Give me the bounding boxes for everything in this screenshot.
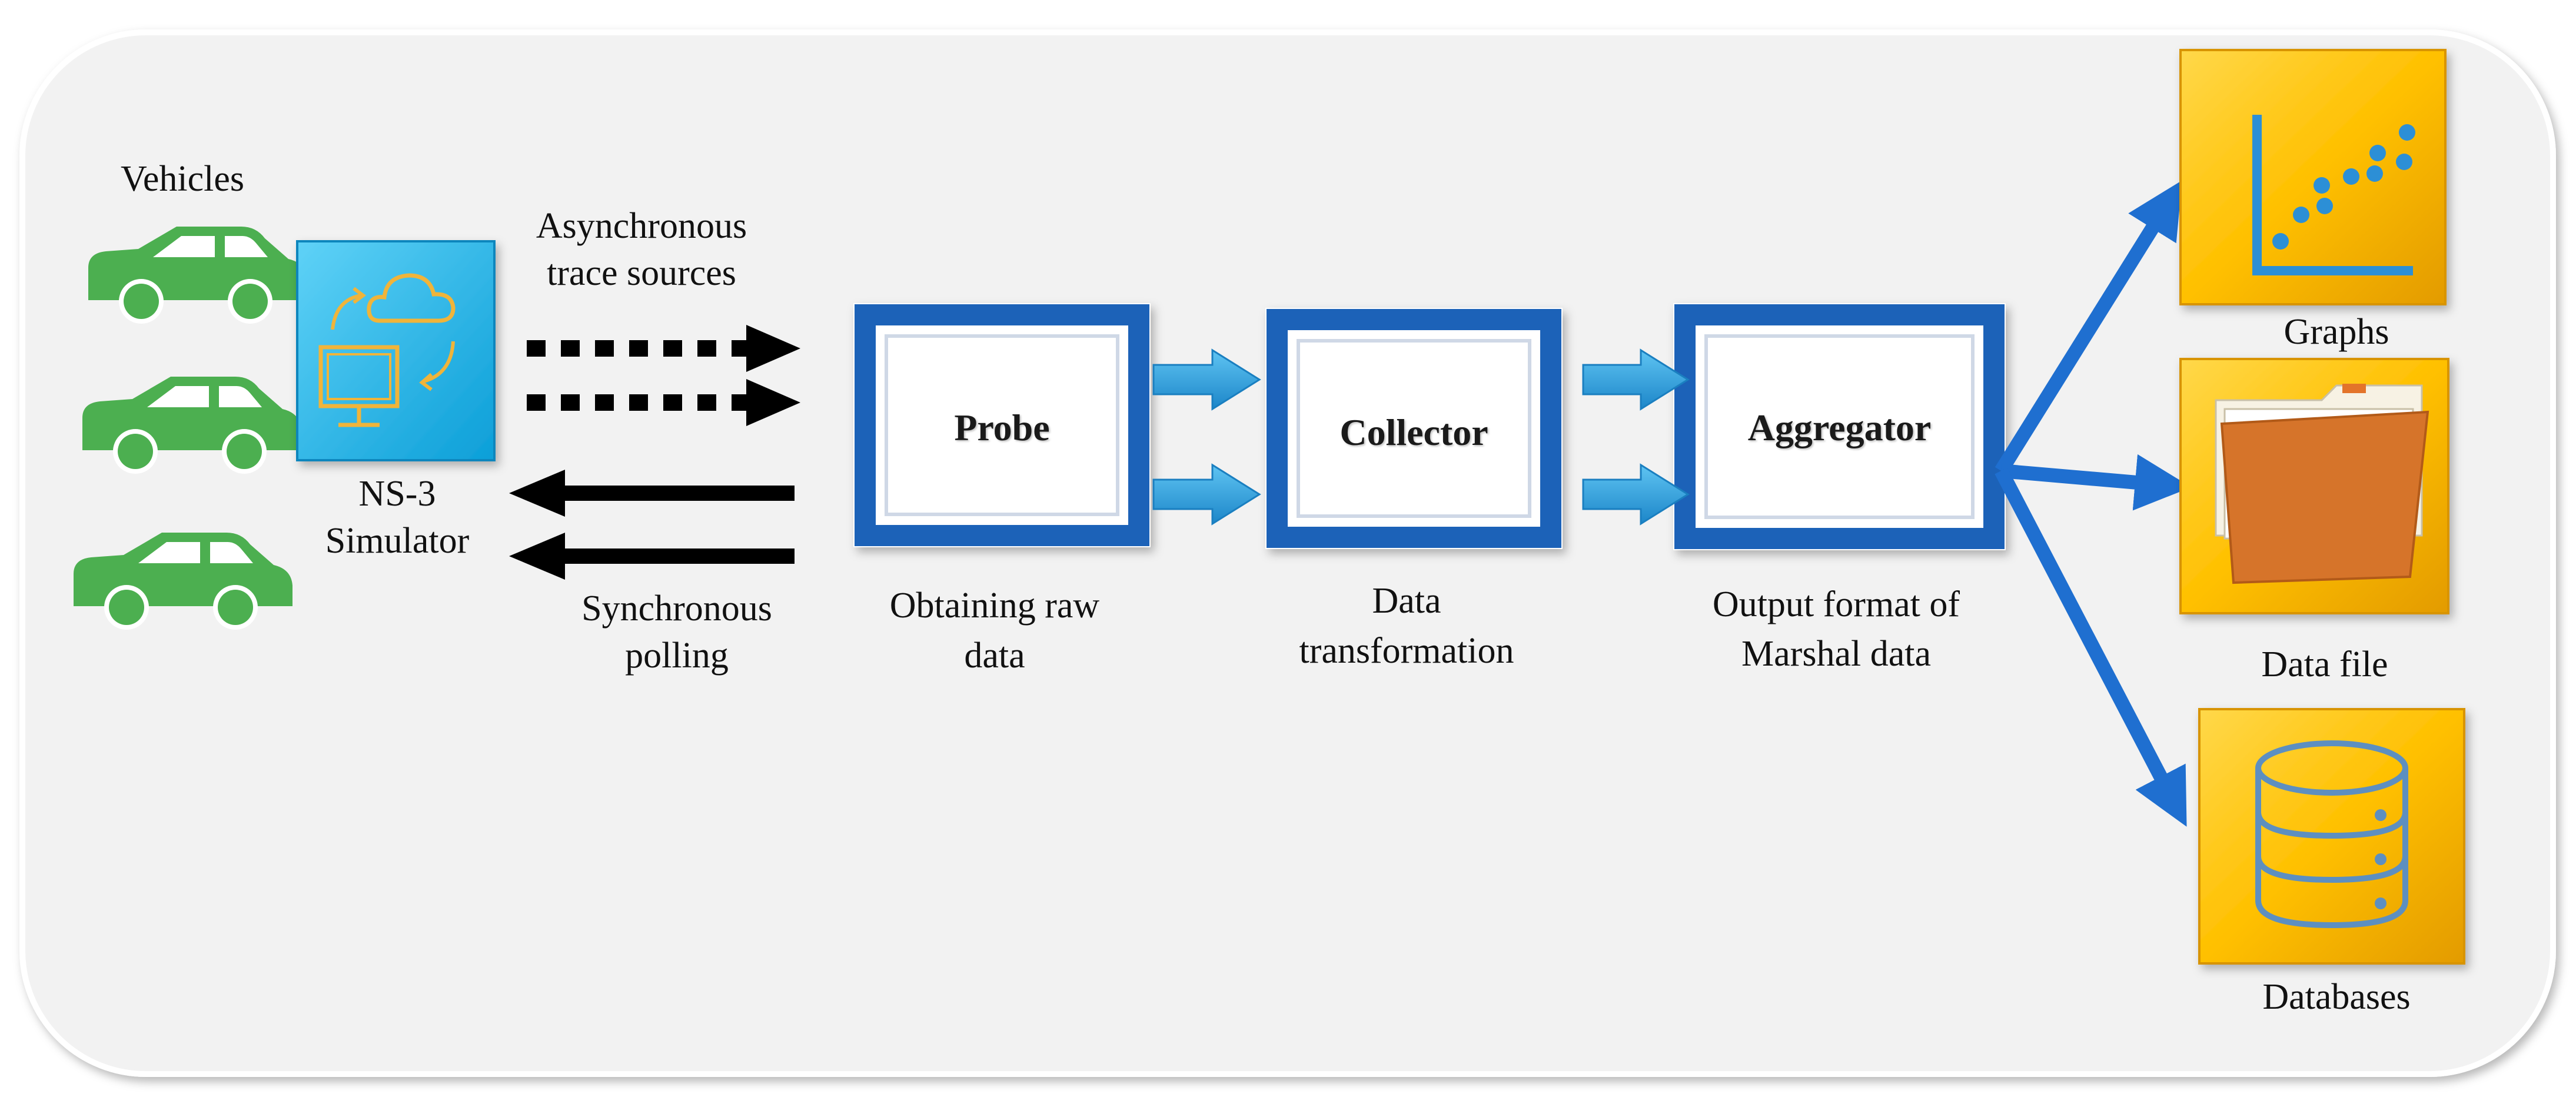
probe-title: Probe	[954, 407, 1050, 448]
probe-caption-line1: Obtaining raw	[889, 586, 1100, 626]
scatter-plot-icon	[2179, 49, 2447, 305]
simulator-label-line2: Simulator	[325, 521, 470, 561]
aggregator-box	[1673, 303, 2006, 550]
sync-label-line2: polling	[625, 636, 729, 676]
car-icon	[88, 227, 307, 324]
sync-arrow	[509, 533, 795, 580]
databases-label: Databases	[2262, 977, 2411, 1017]
async-arrow	[527, 379, 800, 426]
data-file-label: Data file	[2261, 644, 2388, 684]
async-label-line1: Asynchronous	[536, 206, 747, 246]
async-label-line2: trace sources	[547, 253, 736, 293]
background-panel	[19, 29, 2556, 1077]
simulator-label-line1: NS-3	[358, 474, 436, 514]
collector-caption-line2: transformation	[1299, 631, 1514, 671]
aggregator-caption-line1: Output format of	[1712, 584, 1960, 624]
car-icon	[82, 377, 301, 474]
output-arrow-graphs	[1995, 180, 2182, 475]
connector-arrow	[1582, 463, 1690, 526]
connector-arrow	[1582, 348, 1690, 411]
collector-title: Collector	[1339, 411, 1488, 453]
aggregator-caption-line2: Marshal data	[1741, 634, 1931, 674]
probe-caption-line2: data	[964, 636, 1025, 676]
connector-arrow	[1152, 348, 1261, 411]
database-icon	[2198, 708, 2465, 965]
aggregator-title: Aggregator	[1747, 407, 1932, 448]
output-arrow-data-file	[2000, 454, 2192, 511]
collector-box	[1265, 308, 1563, 549]
probe-box	[853, 303, 1151, 547]
connector-arrow	[1152, 463, 1261, 526]
vehicles-label: Vehicles	[120, 159, 245, 199]
collector-caption-line1: Data	[1372, 581, 1441, 621]
output-arrow-databases	[1995, 467, 2187, 827]
car-icon	[74, 533, 292, 630]
folder-icon	[2179, 358, 2449, 614]
async-arrow	[527, 325, 800, 372]
simulator-icon	[296, 240, 496, 461]
sync-arrow	[509, 470, 795, 517]
graphs-label: Graphs	[2284, 312, 2389, 352]
sync-label-line1: Synchronous	[581, 589, 772, 629]
